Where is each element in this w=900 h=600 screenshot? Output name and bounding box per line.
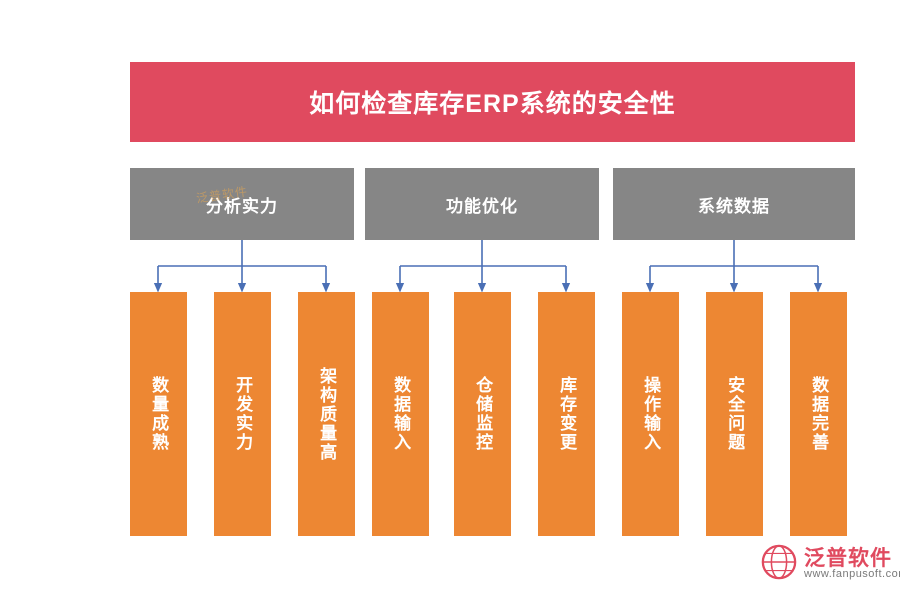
- leaf-box-6: 库存变更: [538, 292, 595, 536]
- leaf-box-5: 仓储监控: [454, 292, 511, 536]
- leaf-label: 仓储监控: [473, 376, 493, 452]
- leaf-box-7: 操作输入: [622, 292, 679, 536]
- globe-icon: [761, 544, 797, 580]
- category-label: 分析实力: [206, 196, 278, 216]
- leaf-label: 数据完善: [809, 376, 829, 452]
- category-box-1: 分析实力: [130, 168, 354, 240]
- leaf-box-8: 安全问题: [706, 292, 763, 536]
- leaf-label: 架构质量高: [317, 366, 337, 462]
- leaf-box-1: 数量成熟: [130, 292, 187, 536]
- category-label: 系统数据: [698, 196, 770, 216]
- diagram-title-banner: 如何检查库存ERP系统的安全性: [130, 62, 855, 142]
- leaf-box-9: 数据完善: [790, 292, 847, 536]
- category-box-3: 系统数据: [613, 168, 855, 240]
- logo-text-cn: 泛普软件: [804, 547, 892, 570]
- logo-text-en: www.fanpusoft.com: [804, 568, 900, 580]
- leaf-label: 库存变更: [557, 376, 577, 452]
- category-label: 功能优化: [446, 196, 518, 216]
- leaf-label: 数据输入: [391, 376, 411, 452]
- leaf-label: 开发实力: [233, 376, 253, 452]
- category-box-2: 功能优化: [365, 168, 599, 240]
- page-title: 如何检查库存ERP系统的安全性: [309, 90, 676, 118]
- brand-logo: 泛普软件 www.fanpusoft.com: [760, 541, 900, 587]
- leaf-box-3: 架构质量高: [298, 292, 355, 536]
- leaf-label: 安全问题: [725, 376, 745, 452]
- leaf-box-2: 开发实力: [214, 292, 271, 536]
- leaf-label: 数量成熟: [149, 376, 169, 452]
- leaf-box-4: 数据输入: [372, 292, 429, 536]
- leaf-label: 操作输入: [641, 376, 661, 452]
